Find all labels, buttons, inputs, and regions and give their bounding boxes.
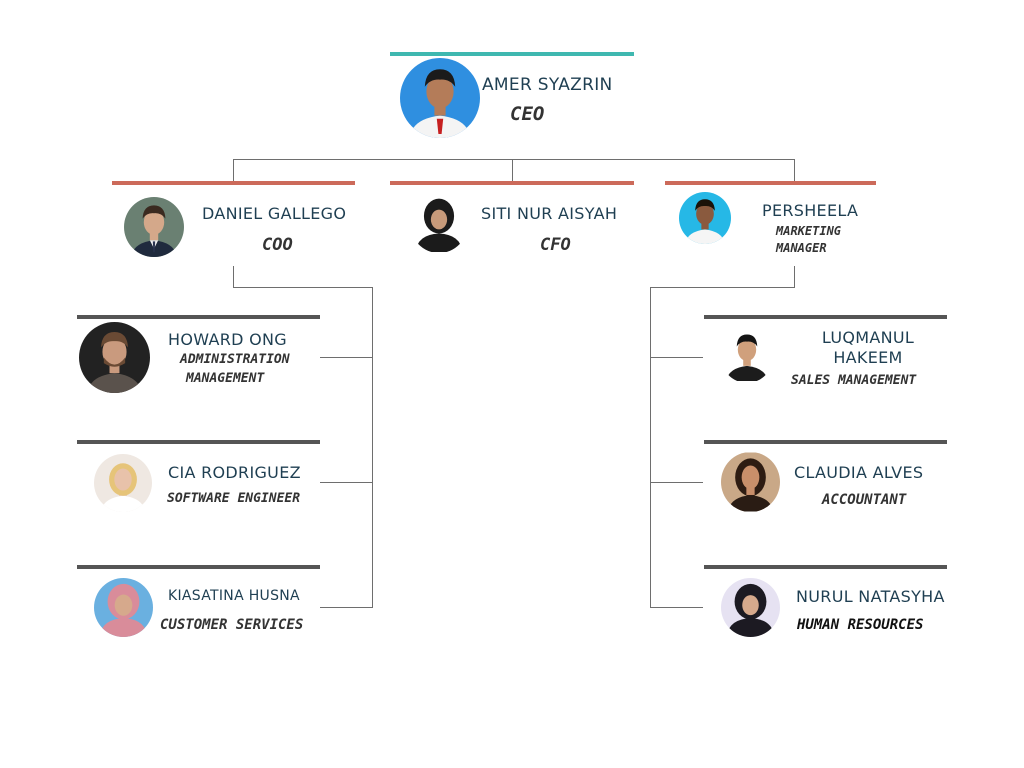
staff-role: ACCOUNTANT bbox=[822, 492, 907, 508]
staff-avatar bbox=[94, 454, 152, 512]
name-line: LUQMANUL bbox=[821, 328, 915, 347]
connector-line bbox=[650, 357, 703, 358]
staff-name: HOWARD ONG bbox=[168, 330, 287, 349]
ceo-role: CEO bbox=[510, 103, 545, 125]
marketing-manager-role: MARKETING MANAGER bbox=[776, 223, 841, 258]
connector-line bbox=[233, 266, 234, 288]
ceo-header-bar bbox=[390, 52, 634, 56]
staff-avatar bbox=[721, 452, 780, 512]
coo-avatar bbox=[124, 197, 184, 257]
ceo-avatar bbox=[400, 58, 480, 138]
staff-name: NURUL NATASYHA bbox=[796, 587, 945, 606]
name-line: HAKEEM bbox=[833, 348, 903, 368]
staff-name: CLAUDIA ALVES bbox=[794, 463, 924, 482]
staff-avatar bbox=[721, 578, 780, 637]
connector-line bbox=[650, 287, 651, 608]
connector-line bbox=[233, 159, 795, 160]
marketing-manager-avatar bbox=[679, 192, 731, 244]
cfo-avatar bbox=[410, 193, 468, 253]
connector-line bbox=[650, 482, 703, 483]
staff-header-bar bbox=[77, 315, 320, 319]
marketing-manager-name: PERSHEELA bbox=[762, 201, 859, 220]
connector-line bbox=[233, 287, 373, 288]
coo-name: DANIEL GALLEGO bbox=[202, 204, 347, 223]
staff-role: SOFTWARE ENGINEER bbox=[167, 491, 301, 506]
cfo-name: SITI NUR AISYAH bbox=[481, 204, 618, 223]
role-line: MANAGEMENT bbox=[186, 370, 265, 386]
staff-avatar bbox=[79, 322, 150, 393]
staff-header-bar bbox=[704, 440, 947, 444]
role-line: ADMINISTRATION bbox=[180, 352, 290, 367]
staff-name: LUQMANUL HAKEEM bbox=[820, 328, 916, 368]
cfo-header-bar bbox=[390, 181, 634, 185]
connector-line bbox=[233, 159, 234, 181]
role-line: MANAGER bbox=[776, 241, 827, 256]
staff-header-bar bbox=[77, 440, 320, 444]
coo-header-bar bbox=[112, 181, 355, 185]
staff-header-bar bbox=[704, 315, 947, 319]
staff-header-bar bbox=[77, 565, 320, 569]
staff-avatar bbox=[720, 325, 774, 383]
connector-line bbox=[650, 607, 703, 608]
staff-role: HUMAN RESOURCES bbox=[797, 617, 924, 633]
staff-role: ADMINISTRATION MANAGEMENT bbox=[180, 351, 290, 389]
staff-role: CUSTOMER SERVICES bbox=[160, 617, 304, 633]
connector-line bbox=[320, 607, 373, 608]
staff-name: KIASATINA HUSNA bbox=[168, 588, 300, 604]
cfo-role: CFO bbox=[540, 235, 571, 255]
ceo-name: AMER SYAZRIN bbox=[482, 75, 613, 95]
connector-line bbox=[794, 159, 795, 181]
staff-header-bar bbox=[704, 565, 947, 569]
coo-role: COO bbox=[262, 235, 293, 255]
connector-line bbox=[650, 287, 795, 288]
connector-line bbox=[320, 357, 373, 358]
staff-role: SALES MANAGEMENT bbox=[791, 373, 917, 388]
role-line: MARKETING bbox=[776, 224, 842, 238]
connector-line bbox=[320, 482, 373, 483]
connector-line bbox=[372, 287, 373, 608]
connector-line bbox=[794, 266, 795, 288]
staff-name: CIA RODRIGUEZ bbox=[168, 463, 301, 482]
staff-avatar bbox=[94, 578, 153, 637]
marketing-header-bar bbox=[665, 181, 876, 185]
connector-line bbox=[512, 159, 513, 181]
